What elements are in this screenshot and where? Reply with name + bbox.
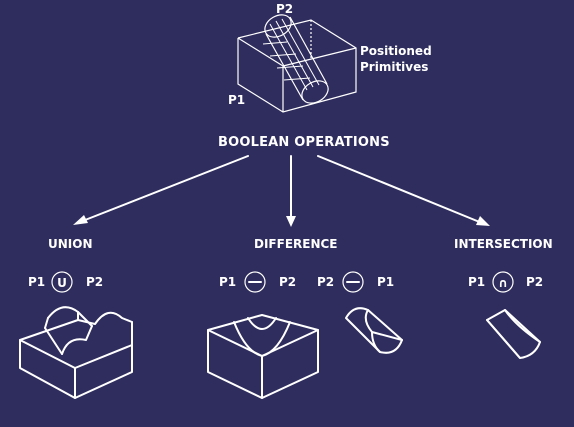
label-positioned: Positioned: [360, 44, 432, 58]
operand-left: P1: [219, 275, 236, 289]
positioned-primitives-figure: P2 P1 Positioned Primitives: [228, 2, 432, 113]
operator-circle: [51, 271, 73, 293]
intersection-symbol: ∩: [498, 276, 508, 290]
label-union: UNION: [48, 237, 93, 251]
label-primitives: Primitives: [360, 60, 428, 74]
expression-intersection: P1 ∩ P2: [468, 271, 543, 293]
operand-right: P2: [86, 275, 103, 289]
operand-left: P1: [28, 275, 45, 289]
expression-union: P1 U P2: [28, 271, 103, 293]
operand-right: P1: [377, 275, 394, 289]
union-result-solid: [19, 306, 133, 399]
arrow-to-union: [79, 155, 249, 223]
union-symbol: U: [57, 276, 67, 290]
arrow-to-intersection: [317, 155, 483, 224]
operand-right: P2: [526, 275, 543, 289]
label-boolean-operations: BOOLEAN OPERATIONS: [218, 135, 390, 150]
expression-difference-p2-p1: P2 P1: [317, 271, 394, 293]
intersection-result-solid: [486, 309, 541, 359]
label-difference: DIFFERENCE: [254, 237, 338, 251]
operator-circle: [492, 271, 514, 293]
arrowhead-difference: [286, 216, 296, 227]
operand-right: P2: [279, 275, 296, 289]
label-intersection: INTERSECTION: [454, 237, 553, 251]
operand-left: P2: [317, 275, 334, 289]
difference-p1-p2-result-solid: [207, 314, 319, 399]
difference-p2-p1-result-solid: [345, 307, 403, 354]
arrowhead-intersection: [476, 216, 490, 226]
operand-left: P1: [468, 275, 485, 289]
cylinder-p2: [262, 14, 329, 104]
expression-difference-p1-p2: P1 P2: [219, 271, 296, 293]
arrowhead-union: [73, 215, 88, 225]
operator-circle: [244, 271, 266, 293]
label-top-p1: P1: [228, 93, 245, 107]
arrows: [73, 155, 490, 227]
operator-circle: [342, 271, 364, 293]
label-top-p2: P2: [276, 2, 293, 16]
